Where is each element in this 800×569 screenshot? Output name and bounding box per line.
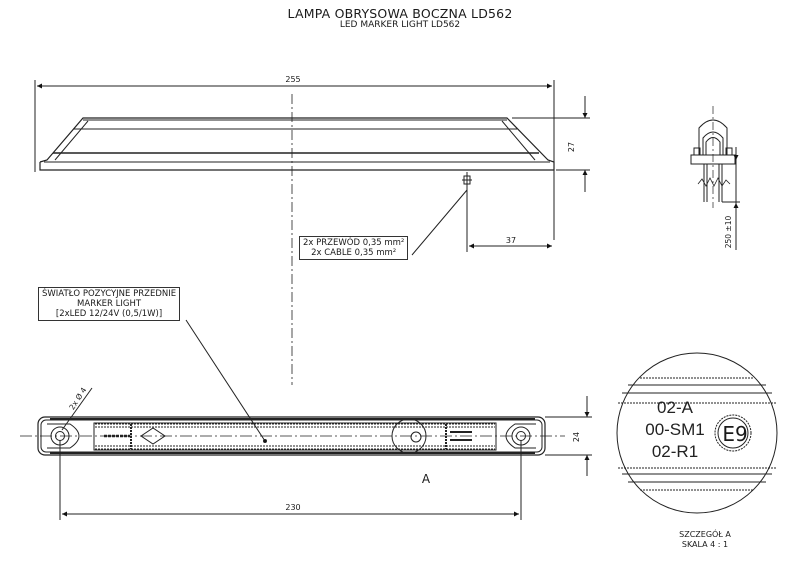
light-callout-line: ŚWIATŁO POZYCYJNE PRZEDNIE <box>42 289 177 299</box>
light-callout-line: MARKER LIGHT <box>77 299 142 309</box>
top-view <box>20 319 592 520</box>
dim-cable-length: 250 ±10 <box>724 216 733 249</box>
marking-line: 02-A <box>657 398 693 417</box>
approval-mark: E9 <box>722 422 747 446</box>
light-callout-line: [2xLED 12/24V (0,5/1W)] <box>55 309 163 319</box>
end-view <box>690 106 740 250</box>
cable-callout-line: 2x CABLE 0,35 mm² <box>311 248 397 258</box>
detail-caption: SZCZEGÓŁ A SKALA 4 : 1 <box>660 530 750 550</box>
dim-height: 27 <box>567 142 576 152</box>
light-callout: ŚWIATŁO POZYCYJNE PRZEDNIE MARKER LIGHT … <box>38 287 181 321</box>
detail-a-view <box>616 352 778 514</box>
dim-overall-length: 255 <box>285 75 300 84</box>
detail-marking-text: 02-A 00-SM1 02-R1 <box>636 397 714 463</box>
side-view <box>34 80 590 385</box>
detail-caption-title: SZCZEGÓŁ A <box>679 530 731 539</box>
detail-caption-scale: SKALA 4 : 1 <box>681 540 729 549</box>
cable-callout: 2x PRZEWÓD 0,35 mm² 2x CABLE 0,35 mm² <box>299 236 409 260</box>
marking-line: 00-SM1 <box>645 420 705 439</box>
detail-marker-a: A <box>422 472 431 486</box>
cable-callout-line: 2x PRZEWÓD 0,35 mm² <box>303 238 405 248</box>
dim-hole-spacing: 230 <box>285 503 300 512</box>
drawing-title: LAMPA OBRYSOWA BOCZNA LD562 <box>287 6 513 21</box>
dim-cable-offset: 37 <box>506 236 516 245</box>
drawing-subtitle: LED MARKER LIGHT LD562 <box>339 20 461 30</box>
marking-line: 02-R1 <box>651 442 699 461</box>
dim-width: 24 <box>572 432 581 442</box>
